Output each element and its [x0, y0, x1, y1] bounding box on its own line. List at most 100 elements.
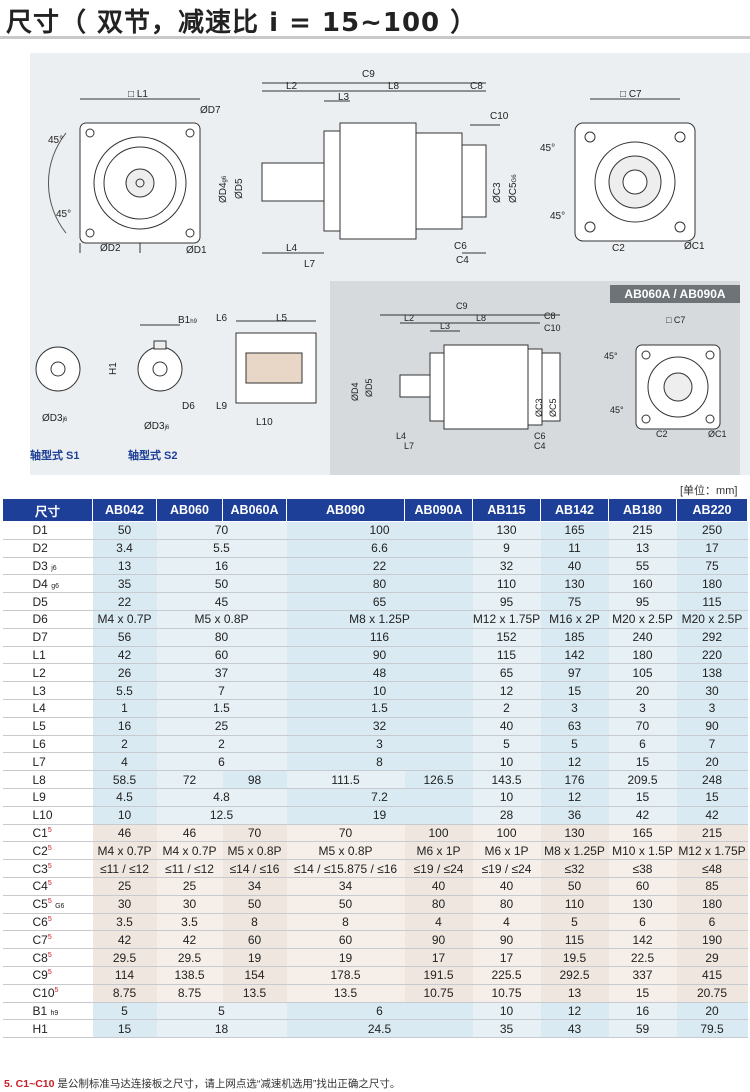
table-cell: 22	[92, 592, 157, 611]
side-view	[261, 82, 500, 254]
table-cell: 110	[472, 574, 541, 594]
inset-label-L3: L3	[440, 321, 450, 331]
table-cell: 209.5	[608, 770, 677, 789]
table-cell: 7.2	[286, 787, 473, 807]
table-cell: ≤38	[608, 859, 677, 878]
table-cell: 90	[472, 930, 541, 950]
footnote-marker: 5	[47, 951, 52, 959]
table-cell: 80	[286, 574, 473, 594]
table-cell: 98	[222, 770, 287, 789]
table-cell: 5	[540, 912, 609, 932]
table-cell: 85	[676, 876, 748, 896]
table-cell: ≤11 / ≤12	[92, 859, 157, 878]
row-label-text: H1	[32, 1021, 48, 1036]
label-C9: C9	[362, 69, 375, 80]
table-cell: 292	[676, 627, 748, 647]
row-label: L4	[2, 698, 93, 718]
inset-label-45b: 45°	[610, 405, 624, 415]
table-cell: 9	[472, 538, 541, 558]
label-D1: ØD1	[186, 245, 207, 256]
label-shaft-S2: 轴型式 S2	[128, 448, 178, 462]
label-D3b: ØD3j6	[144, 421, 170, 432]
row-label: D3 j6	[2, 556, 93, 576]
label-45c: 45°	[540, 143, 555, 154]
label-C6: C6	[454, 241, 467, 252]
inset-flange-view	[635, 344, 721, 430]
row-label-text: C6	[32, 914, 48, 929]
table-cell: M20 x 2.5P	[608, 609, 677, 629]
table-cell: M20 x 2.5P	[676, 609, 748, 629]
label-45b: 45°	[56, 209, 71, 220]
row-label: L9	[2, 787, 93, 807]
table-cell: 13	[92, 556, 157, 576]
table-cell: 79.5	[676, 1019, 748, 1039]
table-cell: 152	[472, 627, 541, 647]
row-label-text: L4	[32, 701, 46, 716]
footnote-marker: 5	[47, 969, 52, 977]
table-cell: 60	[286, 930, 405, 950]
table-cell: 3	[286, 734, 473, 754]
row-label: C95	[2, 965, 93, 985]
table-cell: 100	[404, 823, 473, 843]
row-label: L7	[2, 752, 93, 772]
table-cell: 11	[540, 538, 609, 558]
table-cell: 105	[608, 663, 677, 683]
row-label-sub: j6	[51, 564, 57, 572]
row-label-text: D3	[32, 558, 48, 573]
table-cell: 12.5	[156, 805, 287, 825]
label-L4: L4	[286, 243, 298, 254]
table-cell: 42	[156, 930, 223, 950]
page-title: 尺寸（ 双节，减速比 i = 15~100 ）	[6, 8, 478, 38]
table-cell: 5	[472, 734, 541, 754]
table-cell: ≤48	[676, 859, 748, 878]
table-row: C35≤11 / ≤12≤11 / ≤12≤14 / ≤16≤14 / ≤15.…	[2, 859, 748, 878]
table-cell: 65	[286, 592, 473, 611]
table-cell: 142	[608, 930, 677, 950]
table-cell: M8 x 1.25P	[286, 609, 473, 629]
table-cell: 65	[472, 663, 541, 683]
drawing-svg: □ L1 ØD7 ØD2 ØD1 45° 45° C9 L2 L3 L8 C8 …	[30, 69, 727, 462]
label-C7: □ C7	[620, 89, 642, 100]
table-cell: 3.4	[92, 538, 157, 558]
label-L8: L8	[388, 81, 400, 92]
table-cell: 5	[156, 1001, 287, 1021]
table-cell: 215	[676, 823, 748, 843]
inset-label-45a: 45°	[604, 351, 618, 361]
inset-label-C6: C6	[534, 431, 546, 441]
row-label-text: L6	[32, 736, 46, 751]
header-model: AB220	[676, 498, 748, 522]
label-L9: L9	[216, 401, 228, 412]
table-cell: 16	[156, 556, 287, 576]
table-cell: 3	[540, 698, 609, 718]
table-cell: 4	[404, 912, 473, 932]
table-cell: 75	[540, 592, 609, 611]
header-label: 尺寸	[2, 498, 93, 522]
table-cell: M4 x 0.7P	[92, 609, 157, 629]
label-L6: L6	[216, 313, 228, 324]
header-model: AB042	[92, 498, 157, 522]
table-cell: 248	[676, 770, 748, 789]
table-cell: 17	[676, 538, 748, 558]
label-C8: C8	[470, 81, 483, 92]
table-cell: 80	[404, 894, 473, 914]
table-cell: 190	[676, 930, 748, 950]
label-L7: L7	[304, 259, 316, 270]
footnote-marker: 5	[47, 826, 52, 834]
row-label-sub: G6	[55, 903, 65, 911]
inset-label-C10: C10	[544, 323, 561, 333]
header-model: AB060	[156, 498, 223, 522]
label-B1: B1h9	[178, 315, 198, 326]
label-C4: C4	[456, 255, 469, 266]
table-cell: M5 x 0.8P	[286, 841, 405, 861]
table-cell: 15	[608, 787, 677, 807]
